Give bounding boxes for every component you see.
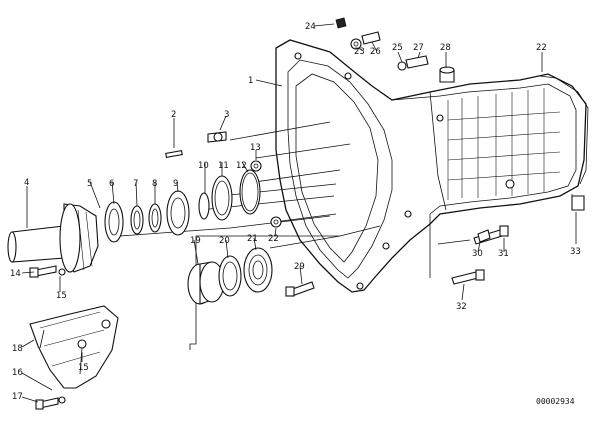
leader-lines bbox=[21, 23, 577, 403]
label-12: 12 bbox=[236, 161, 247, 171]
label-24: 24 bbox=[305, 22, 316, 32]
label-6: 6 bbox=[109, 179, 114, 189]
label-18: 18 bbox=[12, 344, 23, 354]
part-labels: 1 2 3 4 5 6 7 8 9 10 11 12 13 14 15 18 1… bbox=[10, 22, 581, 402]
label-26: 26 bbox=[370, 47, 381, 57]
seals-and-rings bbox=[104, 169, 261, 243]
label-10: 10 bbox=[198, 161, 209, 171]
label-19: 19 bbox=[190, 236, 201, 246]
label-22: 22 bbox=[268, 234, 279, 244]
label-17: 17 bbox=[12, 392, 23, 402]
label-7: 7 bbox=[133, 179, 138, 189]
label-28: 28 bbox=[440, 43, 451, 53]
label-5: 5 bbox=[87, 179, 92, 189]
label-14: 14 bbox=[10, 269, 21, 279]
label-23: 23 bbox=[354, 47, 365, 57]
label-15: 15 bbox=[56, 291, 67, 301]
label-13: 13 bbox=[250, 143, 261, 153]
label-29: 29 bbox=[294, 262, 305, 272]
label-8: 8 bbox=[152, 179, 157, 189]
diagram-reference-number: 00002934 bbox=[536, 397, 575, 406]
label-2: 2 bbox=[171, 110, 176, 120]
label-22b: 22 bbox=[536, 43, 547, 53]
label-3: 3 bbox=[224, 110, 229, 120]
bearings-lower bbox=[187, 247, 273, 305]
small-fittings bbox=[165, 131, 282, 228]
label-11: 11 bbox=[218, 161, 229, 171]
input-shaft-cover bbox=[7, 203, 99, 273]
label-25: 25 bbox=[392, 43, 403, 53]
label-9: 9 bbox=[173, 179, 178, 189]
label-16: 16 bbox=[12, 368, 23, 378]
label-21: 21 bbox=[247, 234, 258, 244]
label-32: 32 bbox=[456, 302, 467, 312]
label-30: 30 bbox=[472, 249, 483, 259]
top-fittings bbox=[335, 17, 585, 243]
bolts bbox=[29, 225, 509, 410]
label-27: 27 bbox=[413, 43, 424, 53]
label-31: 31 bbox=[498, 249, 509, 259]
label-15b: 15 bbox=[78, 363, 89, 373]
cover-plate bbox=[29, 305, 119, 389]
gearbox-housing bbox=[275, 39, 589, 293]
label-4: 4 bbox=[24, 178, 29, 188]
label-33: 33 bbox=[570, 247, 581, 257]
label-1: 1 bbox=[248, 76, 253, 86]
label-20: 20 bbox=[219, 236, 230, 246]
